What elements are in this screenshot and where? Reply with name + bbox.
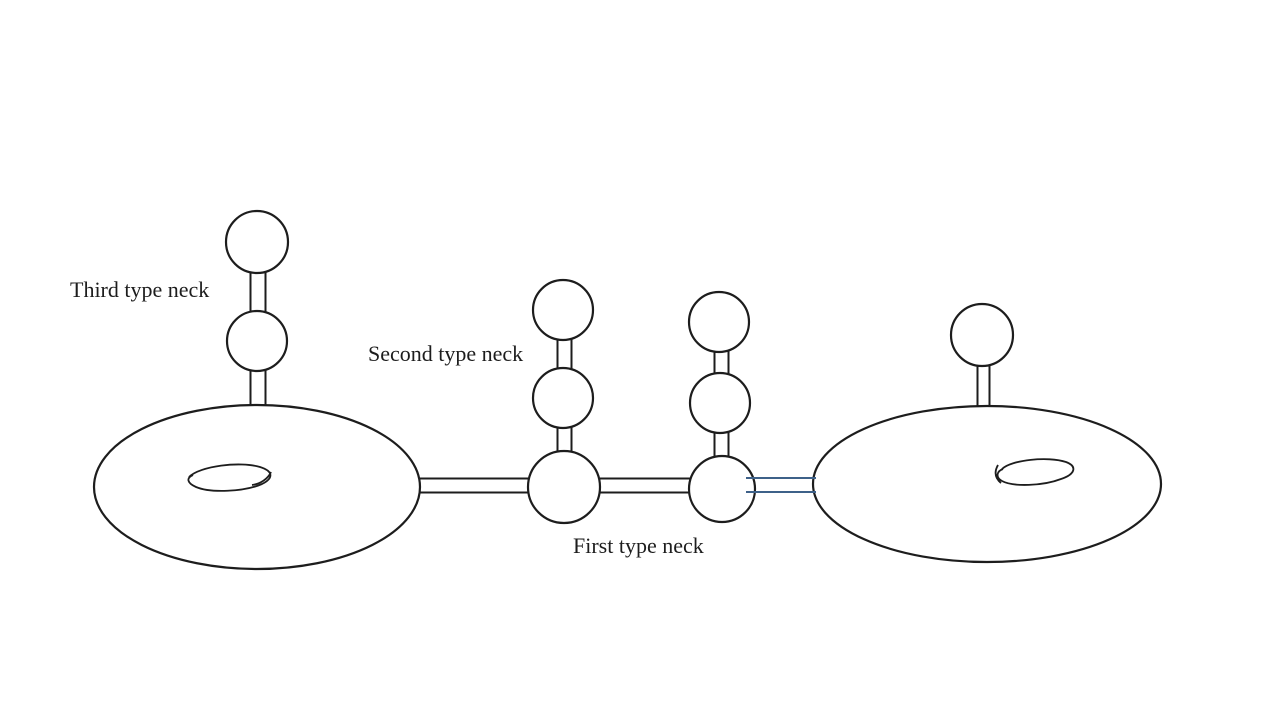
label-first-type-neck: First type neck bbox=[573, 533, 704, 558]
first-type-neck-middle-segment bbox=[590, 477, 700, 494]
sphere-right-chain-top bbox=[687, 290, 751, 354]
second-type-neck-upper-tube bbox=[556, 336, 573, 373]
sphere-right-chain-node bbox=[687, 454, 757, 524]
first-type-neck-accent-segment bbox=[746, 477, 816, 493]
sphere-right-torus-top bbox=[949, 302, 1015, 368]
label-second-type-neck: Second type neck bbox=[368, 341, 523, 366]
sphere-left-chain-node bbox=[526, 449, 602, 525]
ink-layer bbox=[92, 209, 1163, 571]
sphere-left-chain-top bbox=[531, 278, 595, 342]
sphere-left-chain-middle bbox=[531, 366, 595, 430]
right-torus bbox=[811, 404, 1163, 564]
sphere-third-chain-top bbox=[224, 209, 290, 275]
sphere-right-chain-middle bbox=[688, 371, 752, 435]
left-torus-hole-icon bbox=[187, 463, 272, 492]
sphere-third-chain-bottom bbox=[225, 309, 289, 373]
third-type-neck-upper-tube bbox=[249, 268, 267, 316]
right-torus-hole-icon bbox=[994, 458, 1075, 486]
label-third-type-neck: Third type neck bbox=[70, 277, 209, 302]
left-torus bbox=[92, 403, 422, 571]
right-torus-top-tube bbox=[976, 362, 991, 412]
third-type-neck-lower-tube bbox=[249, 366, 267, 411]
first-type-neck-left-segment bbox=[410, 477, 536, 494]
